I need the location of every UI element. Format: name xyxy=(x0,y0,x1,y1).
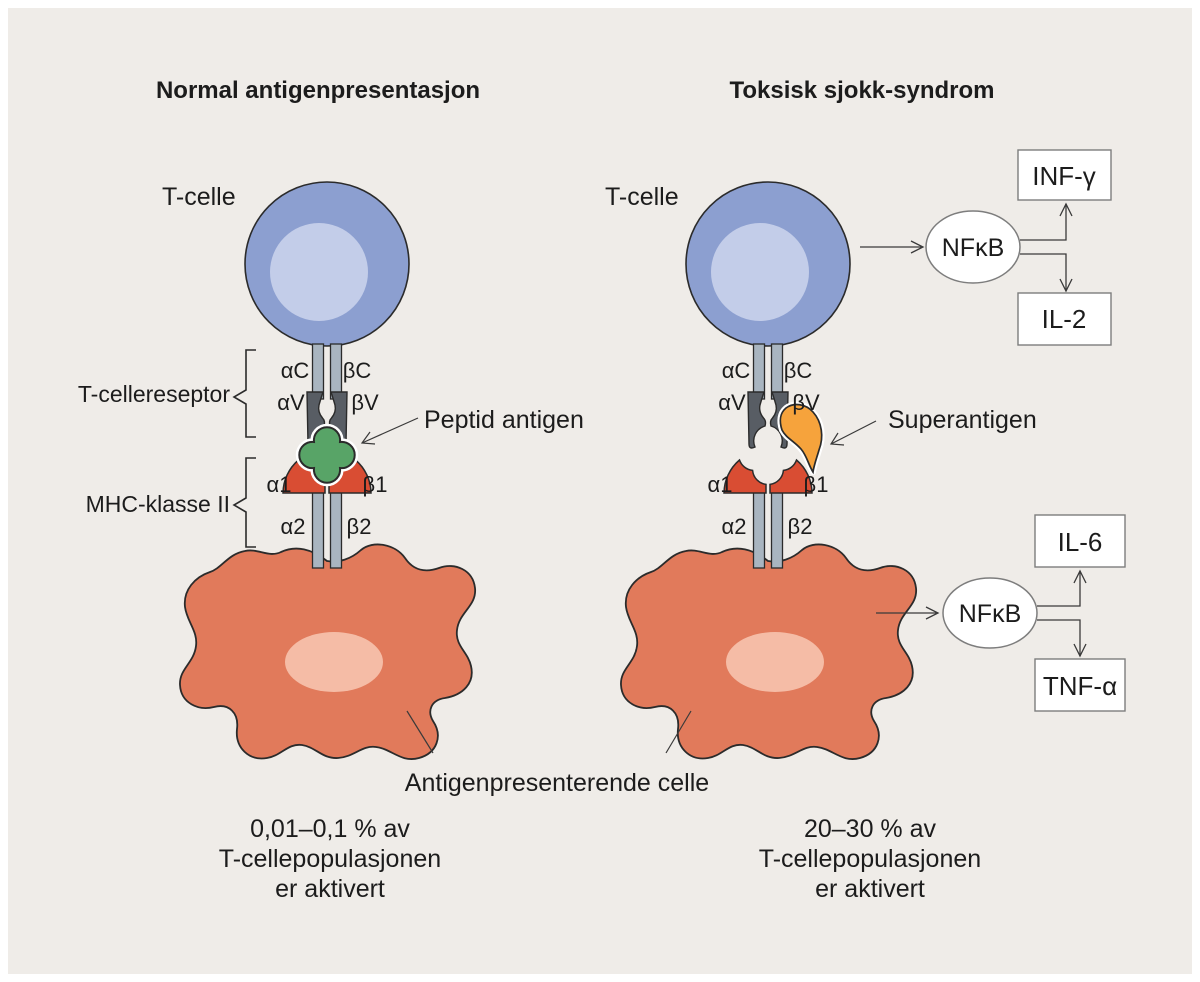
apc-label: Antigenpresenterende celle xyxy=(405,769,709,797)
branch-nfkb-to-il6 xyxy=(1037,571,1081,607)
mhc-stalk-beta2 xyxy=(329,488,343,569)
peptide-antigen-label: Peptid antigen xyxy=(424,406,584,434)
domain-label-beta2-left: β2 xyxy=(347,514,372,539)
apc-nucleus xyxy=(726,632,824,692)
apc-nucleus xyxy=(285,632,383,692)
domain-label-betaV-right: βV xyxy=(792,390,820,415)
stat-line2-right: T-cellepopulasjonen xyxy=(759,845,981,873)
tcell-label-right: T-celle xyxy=(605,183,679,211)
cytokine-box-infg xyxy=(1017,149,1112,201)
mhc-stalk-alpha2 xyxy=(311,488,325,569)
stat-line3-left: er aktivert xyxy=(275,875,385,903)
tcr-stalk-alphaC xyxy=(311,343,325,400)
cytokine-box-il6 xyxy=(1034,514,1126,568)
branch-nfkb-to-il2-head xyxy=(1059,278,1073,293)
domain-label-alphaV-left: αV xyxy=(277,390,305,415)
panel-title-right: Toksisk sjokk-syndrom xyxy=(730,77,995,104)
superantigen-pointer-line xyxy=(830,420,877,445)
superantigen-label: Superantigen xyxy=(888,406,1037,434)
branch-nfkb-to-tnfa xyxy=(1037,619,1081,656)
panel-normal: Normal antigenpresentasjon T-celle T-cel… xyxy=(78,77,584,903)
apc-leader-line-left xyxy=(406,710,434,754)
arrow-apc-to-nfkb-head xyxy=(925,606,940,620)
domain-label-alphaC-right: αC xyxy=(722,358,751,383)
apc-leader-line-right xyxy=(665,710,692,754)
branch-nfkb-to-il2 xyxy=(1020,253,1067,291)
branch-nfkb-to-tnfa-head xyxy=(1073,643,1087,658)
mhc-stalk-alpha2 xyxy=(752,488,766,569)
cell-complex-right xyxy=(620,181,917,760)
tcr-stalk-betaC xyxy=(770,343,784,400)
tcr-brace xyxy=(232,349,256,438)
panel-title-left: Normal antigenpresentasjon xyxy=(156,77,480,104)
tcr-label: T-cellereseptor xyxy=(78,381,230,407)
domain-label-betaV-left: βV xyxy=(351,390,379,415)
nfkb-label-bottom: NFκB xyxy=(959,600,1022,628)
tcell-nucleus xyxy=(270,223,368,321)
mhc-label: MHC-klasse II xyxy=(86,491,230,517)
stat-line2-left: T-cellepopulasjonen xyxy=(219,845,441,873)
nfkb-node-top xyxy=(925,210,1021,284)
domain-label-beta1-left: β1 xyxy=(363,472,388,497)
stat-line1-right: 20–30 % av xyxy=(804,815,937,843)
domain-label-alphaC-left: αC xyxy=(281,358,310,383)
tnfa-label: TNF-α xyxy=(1043,671,1117,701)
panel-toxic-shock: Toksisk sjokk-syndrom T-celle Superantig… xyxy=(605,77,1126,903)
superantigen xyxy=(779,403,823,475)
domain-label-beta1-right: β1 xyxy=(804,472,829,497)
domain-label-betaC-left: βC xyxy=(343,358,372,383)
branch-nfkb-to-infg-head xyxy=(1059,202,1073,217)
domain-label-betaC-right: βC xyxy=(784,358,813,383)
peptide-antigen xyxy=(298,426,356,484)
tcr-stalk-alphaC xyxy=(752,343,766,400)
stat-line3-right: er aktivert xyxy=(815,875,925,903)
mhc-alpha1-domain xyxy=(723,458,767,494)
domain-label-alphaV-right: αV xyxy=(718,390,746,415)
tcell-nucleus xyxy=(711,223,809,321)
stat-line1-left: 0,01–0,1 % av xyxy=(250,815,410,843)
domain-label-alpha1-right: α1 xyxy=(708,472,733,497)
il6-label: IL-6 xyxy=(1058,527,1103,557)
branch-nfkb-to-infg xyxy=(1020,204,1067,241)
mhc-stalk-beta2 xyxy=(770,488,784,569)
infg-label: INF-γ xyxy=(1032,161,1096,191)
superantigen-pointer-arrowhead xyxy=(829,432,845,446)
tcr-alphaV-domain xyxy=(747,391,767,449)
tcr-stalk-betaC xyxy=(329,343,343,400)
domain-label-alpha1-left: α1 xyxy=(267,472,292,497)
domain-label-beta2-right: β2 xyxy=(788,514,813,539)
nfkb-label-top: NFκB xyxy=(942,234,1005,262)
mhc-beta1-domain xyxy=(769,458,813,494)
cytokine-box-tnfa xyxy=(1034,658,1126,712)
mhc-brace xyxy=(232,457,256,548)
branch-nfkb-to-il6-head xyxy=(1073,569,1087,584)
peptide-pointer-line xyxy=(361,417,419,444)
domain-label-alpha2-right: α2 xyxy=(722,514,747,539)
cytokine-box-il2 xyxy=(1017,292,1112,346)
nfkb-node-bottom xyxy=(942,577,1038,649)
domain-label-alpha2-left: α2 xyxy=(281,514,306,539)
arrow-tcell-to-nfkb-head xyxy=(910,240,925,254)
il2-label: IL-2 xyxy=(1042,304,1087,334)
peptide-pointer-arrowhead xyxy=(360,431,376,445)
tcell-label-left: T-celle xyxy=(162,183,236,211)
cell-complex-left xyxy=(179,181,476,760)
